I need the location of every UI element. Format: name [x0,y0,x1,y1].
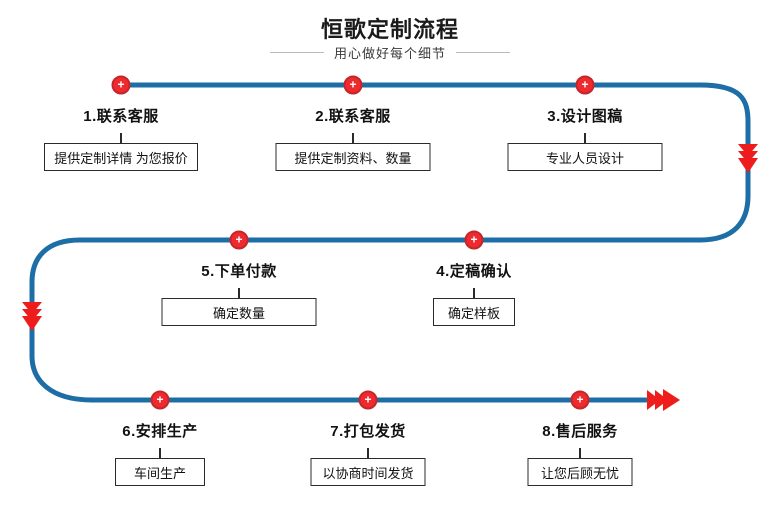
node-detail-box: 确定样板 [433,298,515,326]
node-label: 5.下单付款 [201,263,277,280]
arrow-down-right-turn-icon [738,144,758,173]
node-stem [352,133,354,143]
node-detail-box: 提供定制资料、数量 [275,143,431,171]
node-detail-box: 提供定制详情 为您报价 [44,143,198,171]
node-label: 4.定稿确认 [436,263,512,280]
node-marker-icon[interactable]: + [111,75,131,95]
plus-icon: + [235,232,243,247]
plus-icon: + [364,392,372,407]
node-label: 8.售后服务 [542,423,618,440]
subtitle-row: 用心做好每个细节 [0,43,780,62]
node-label: 6.安排生产 [122,423,198,440]
node-label: 7.打包发货 [330,423,406,440]
node-marker-icon[interactable]: + [575,75,595,95]
node-label: 3.设计图稿 [547,108,623,125]
node-marker-icon[interactable]: + [150,390,170,410]
node-label: 2.联系客服 [315,108,391,125]
plus-icon: + [470,232,478,247]
flow-line [29,82,751,403]
node-stem [367,448,369,458]
subtitle-rule-left [269,52,324,53]
plus-icon: + [117,77,125,92]
node-stem [584,133,586,143]
node-stem [159,448,161,458]
page-subtitle: 用心做好每个细节 [333,46,446,61]
node-marker-icon[interactable]: + [464,230,484,250]
node-label: 1.联系客服 [83,108,159,125]
node-detail-box: 车间生产 [115,458,205,486]
page-title: 恒歌定制流程 [320,17,459,42]
plus-icon: + [349,77,357,92]
node-marker-icon[interactable]: + [229,230,249,250]
plus-icon: + [156,392,164,407]
arrow-end-right-icon [647,389,680,411]
arrow-down-left-turn-icon [22,302,42,331]
node-marker-icon[interactable]: + [343,75,363,95]
node-stem [579,448,581,458]
node-marker-icon[interactable]: + [570,390,590,410]
node-detail-box: 专业人员设计 [507,143,663,171]
plus-icon: + [581,77,589,92]
node-detail-box: 让您后顾无忧 [527,458,633,486]
subtitle-rule-right [456,52,510,53]
node-stem [238,288,240,298]
node-marker-icon[interactable]: + [358,390,378,410]
node-stem [120,133,122,143]
plus-icon: + [576,392,584,407]
node-stem [473,288,475,298]
node-detail-box: 确定数量 [161,298,317,326]
node-detail-box: 以协商时间发货 [310,458,426,486]
